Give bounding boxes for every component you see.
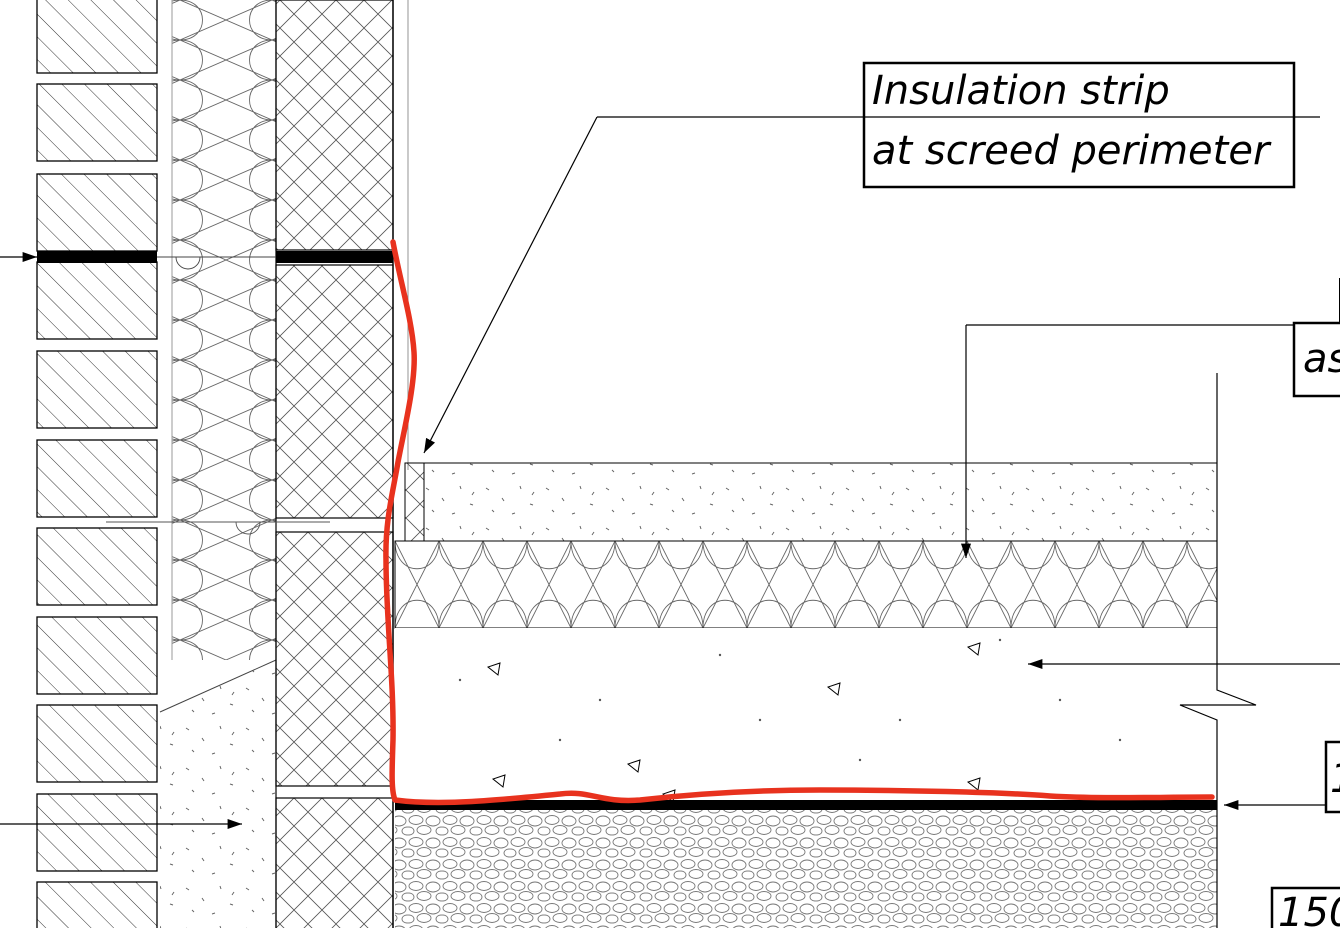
aggregate-mark — [966, 642, 981, 656]
gravel-fill-layer — [395, 810, 1217, 928]
brick — [36, 261, 158, 340]
aggregate-dot — [598, 698, 602, 702]
brick — [36, 704, 158, 783]
brick-course — [36, 0, 158, 928]
callout-membrane-text: 1 — [1330, 756, 1340, 802]
aggregate-dot — [718, 653, 722, 657]
aggregate-mark — [826, 682, 841, 696]
brick — [36, 173, 158, 252]
brick — [36, 0, 158, 74]
aggregate-dot — [998, 638, 1002, 642]
callout-membrane: 1 — [1324, 740, 1340, 814]
aggregate-dot — [1118, 738, 1122, 742]
aggregate-dot — [558, 738, 562, 742]
callout-gravel-text: 150 — [1278, 890, 1340, 928]
brick — [36, 881, 158, 928]
callout-insulation-strip: Insulation strip at screed perimeter — [423, 61, 1320, 454]
red-markup-line — [383, 239, 1215, 806]
aggregate-dot — [898, 718, 902, 722]
screed-layer — [423, 462, 1218, 542]
aggregate-dot — [858, 758, 862, 762]
brick — [36, 439, 158, 518]
wall-tie-line — [0, 251, 393, 830]
callout-cut-text: as — [1303, 336, 1340, 382]
aggregate-dot — [458, 678, 462, 682]
aggregate-mark — [491, 774, 506, 788]
aggregate-dot — [1058, 698, 1062, 702]
section-break-line — [1028, 373, 1340, 928]
callout-gravel: 150 — [1270, 886, 1340, 928]
concrete-slab — [395, 628, 1217, 803]
floor-insulation-layer — [394, 540, 1218, 629]
brick — [36, 793, 158, 872]
aggregate-dot — [758, 718, 762, 722]
aggregate-mark — [966, 777, 981, 791]
brick — [36, 350, 158, 429]
aggregate-mark — [626, 759, 641, 773]
perimeter-insulation-strip — [404, 462, 425, 542]
brick — [36, 527, 158, 606]
callout-line-2: at screed perimeter — [872, 128, 1272, 174]
callout-line-1: Insulation strip — [872, 68, 1170, 114]
brick — [36, 83, 158, 162]
wall-insulation-layer — [159, 0, 277, 928]
brick — [36, 616, 158, 695]
callout-floor-insulation: as — [960, 278, 1340, 558]
aggregate-mark — [486, 662, 501, 676]
damp-proof-membrane — [395, 800, 1217, 810]
inner-block-wall — [275, 0, 409, 928]
